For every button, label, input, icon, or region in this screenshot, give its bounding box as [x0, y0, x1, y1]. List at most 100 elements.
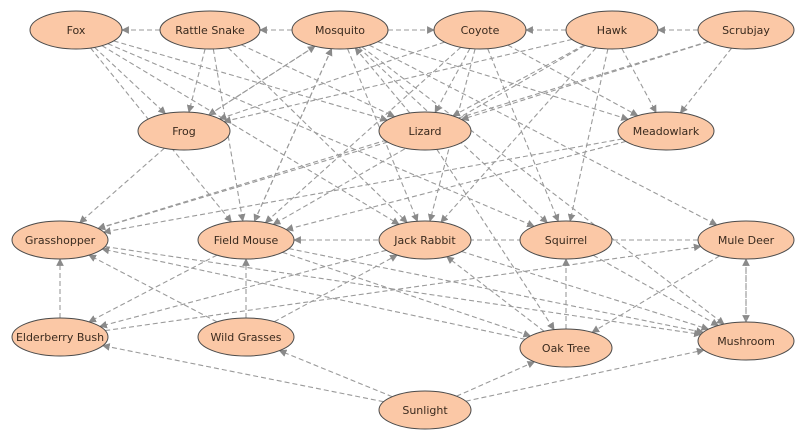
node-jackrabbit[interactable]: Jack Rabbit — [378, 220, 472, 260]
node-rattlesnake[interactable]: Rattle Snake — [159, 10, 261, 50]
edge-hawk-to-jackrabbit — [440, 47, 597, 223]
edge-mosquito-to-frog — [208, 45, 316, 116]
node-wildgrasses[interactable]: Wild Grasses — [197, 317, 295, 357]
edge-wildgrasses-to-jackrabbit — [274, 254, 398, 323]
edge-coyote-to-squirrel — [487, 48, 560, 223]
edge-fox-to-frog — [94, 46, 166, 115]
edge-fieldmouse-to-mushroom — [288, 248, 704, 335]
edge-jackrabbit-to-elderberry — [99, 249, 387, 329]
node-coyote[interactable]: Coyote — [433, 10, 527, 50]
node-label: Lizard — [408, 125, 441, 138]
node-shape — [378, 111, 472, 151]
edge-rattlesnake-to-fieldmouse — [212, 48, 246, 222]
edge-fox-to-squirrel — [107, 43, 535, 228]
node-squirrel[interactable]: Squirrel — [519, 220, 613, 260]
edge-meadowlark-to-grasshopper — [102, 138, 623, 235]
edge-sunlight-to-wildgrasses — [278, 349, 393, 398]
node-label: Frog — [172, 125, 196, 138]
node-shape — [697, 321, 795, 361]
edge-jackrabbit-to-mushroom — [461, 250, 710, 331]
edge-lizard-to-grasshopper — [97, 141, 388, 231]
node-label: Oak Tree — [542, 342, 590, 355]
node-mosquito[interactable]: Mosquito — [291, 10, 389, 50]
node-fieldmouse[interactable]: Field Mouse — [197, 220, 295, 260]
node-meadowlark[interactable]: Meadowlark — [617, 111, 715, 151]
edge-fox-to-fieldmouse — [90, 47, 232, 223]
node-fox[interactable]: Fox — [29, 10, 123, 50]
node-label: Field Mouse — [214, 234, 279, 247]
edges-layer — [56, 26, 750, 403]
node-grasshopper[interactable]: Grasshopper — [11, 220, 109, 260]
edge-fieldmouse-to-oaktree — [282, 251, 532, 338]
node-label: Rattle Snake — [175, 24, 245, 37]
edge-mosquito-to-meadowlark — [377, 41, 629, 121]
edge-sunlight-to-oaktree — [456, 361, 536, 397]
edge-mosquito-to-mushroom — [361, 46, 725, 325]
edge-coyote-to-lizard — [434, 48, 471, 114]
node-label: Squirrel — [545, 234, 587, 247]
node-lizard[interactable]: Lizard — [378, 111, 472, 151]
edge-scrubjay-to-meadowlark — [679, 47, 733, 114]
node-shape — [565, 10, 659, 50]
node-label: Fox — [67, 24, 86, 37]
edge-fox-to-jackrabbit — [101, 45, 400, 225]
node-shape — [378, 220, 472, 260]
node-label: Grasshopper — [25, 234, 96, 247]
edge-hawk-to-frog — [223, 38, 573, 124]
node-label: Scrubjay — [722, 24, 770, 37]
node-shape — [378, 390, 472, 430]
node-sunlight[interactable]: Sunlight — [378, 390, 472, 430]
node-scrubjay[interactable]: Scrubjay — [697, 10, 795, 50]
edge-rattlesnake-to-frog — [186, 48, 206, 113]
edge-squirrel-to-mushroom — [593, 254, 719, 326]
node-label: Jack Rabbit — [393, 234, 456, 247]
node-label: Mosquito — [315, 24, 365, 37]
node-label: Hawk — [597, 24, 628, 37]
edge-grasshopper-to-mushroom — [104, 246, 702, 338]
edge-rattlesnake-to-lizard — [241, 44, 396, 118]
edge-scrubjay-to-grasshopper — [97, 41, 709, 231]
node-shape — [617, 111, 715, 151]
node-shape — [197, 220, 295, 260]
node-shape — [159, 10, 261, 50]
node-shape — [29, 10, 123, 50]
node-shape — [137, 111, 231, 151]
node-label: Meadowlark — [633, 125, 700, 138]
node-shape — [291, 10, 389, 50]
edge-rattlesnake-to-jackrabbit — [227, 47, 408, 224]
node-shape — [519, 220, 613, 260]
node-label: Sunlight — [402, 404, 448, 417]
nodes-layer: Fox Rattle Snake Mosquito Coyote Hawk Scrubja… — [11, 10, 795, 430]
node-shape — [697, 10, 795, 50]
edge-lizard-to-mosquito — [354, 47, 411, 114]
edge-coyote-to-fieldmouse — [264, 46, 462, 224]
node-frog[interactable]: Frog — [137, 111, 231, 151]
edge-sunlight-to-mushroom — [465, 347, 705, 402]
node-elderberry[interactable]: Elderberry Bush — [11, 317, 109, 357]
edge-elderberry-to-muledeer — [105, 243, 702, 332]
node-hawk[interactable]: Hawk — [565, 10, 659, 50]
edge-coyote-to-meadowlark — [507, 44, 639, 117]
edge-hawk-to-squirrel — [567, 48, 609, 222]
node-shape — [11, 220, 109, 260]
edge-meadowlark-to-fieldmouse — [285, 140, 627, 232]
edge-fieldmouse-to-mosquito — [253, 47, 333, 222]
node-label: Wild Grasses — [211, 331, 282, 344]
edge-coyote-to-frog — [218, 41, 445, 121]
edge-frog-to-grasshopper — [79, 147, 165, 224]
edge-oaktree-to-grasshopper — [101, 246, 526, 340]
edge-hawk-to-lizard — [452, 44, 585, 117]
node-mushroom[interactable]: Mushroom — [697, 321, 795, 361]
edge-muledeer-to-oaktree — [591, 255, 720, 333]
node-shape — [519, 328, 613, 368]
edge-mosquito-to-jackrabbit — [347, 48, 419, 223]
edge-frog-to-mosquito — [208, 45, 316, 116]
edge-oaktree-to-jackrabbit — [446, 256, 545, 332]
edge-wildgrasses-to-grasshopper — [88, 254, 218, 323]
edge-scrubjay-to-lizard — [460, 41, 709, 122]
node-muledeer[interactable]: Mule Deer — [697, 220, 795, 260]
edge-hawk-to-meadowlark — [621, 48, 657, 114]
node-oaktree[interactable]: Oak Tree — [519, 328, 613, 368]
node-label: Mushroom — [717, 335, 775, 348]
